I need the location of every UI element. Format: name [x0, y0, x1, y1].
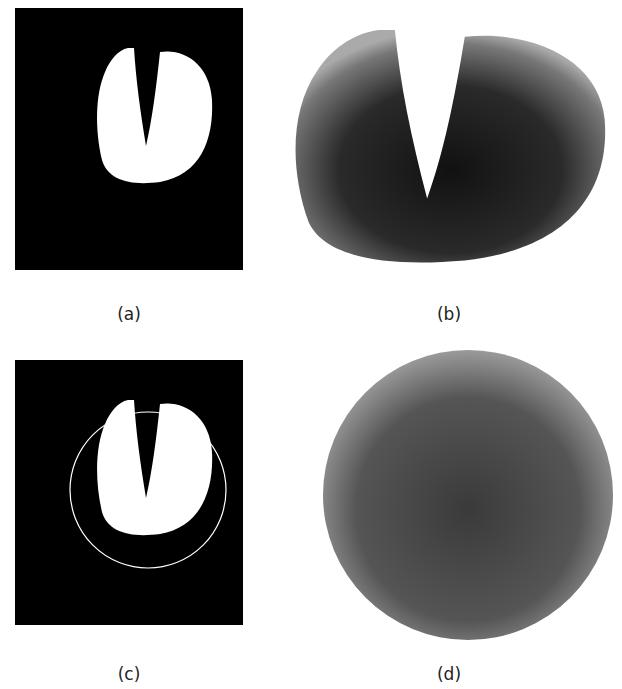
shaded-sphere	[323, 350, 613, 640]
panel-label: (a)	[117, 304, 141, 324]
silhouette-with-circle	[15, 360, 243, 625]
panel-label: (d)	[437, 664, 461, 684]
panel-label: (c)	[118, 664, 141, 684]
silhouette-image	[15, 8, 243, 270]
panel-label: (b)	[437, 304, 461, 324]
shaded-surface	[296, 30, 606, 262]
